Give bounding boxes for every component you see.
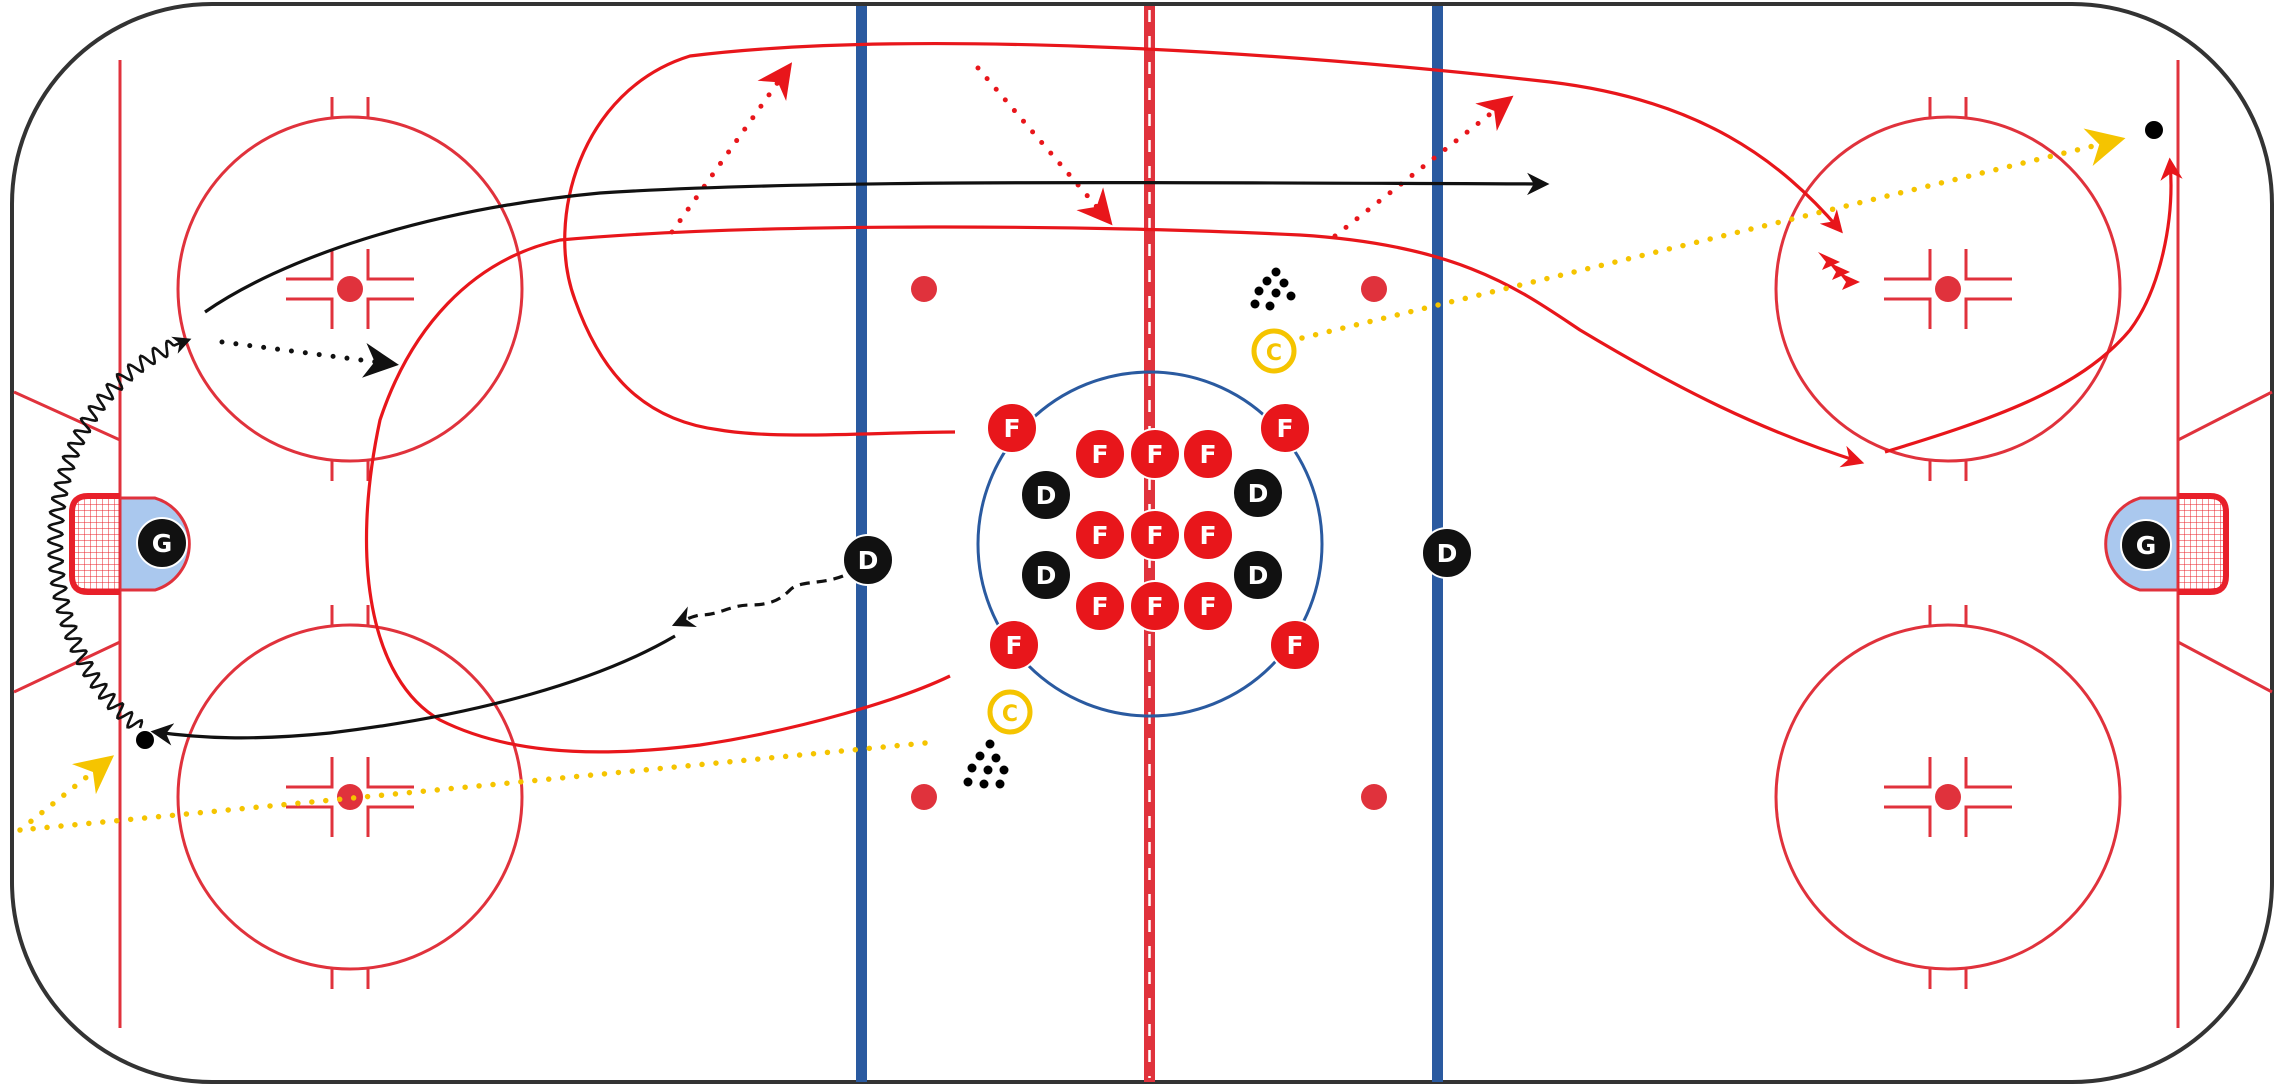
forward-token: F	[988, 619, 1040, 671]
token-label: D	[1036, 481, 1057, 510]
faceoff-dot	[1935, 276, 1961, 302]
token-label: F	[1146, 592, 1163, 621]
coach-token: C	[1251, 328, 1297, 374]
defense-token: D	[1232, 467, 1284, 519]
puck-right	[2145, 121, 2163, 139]
end-zone-faceoff-circles	[176, 97, 2122, 989]
trapezoid-right	[2177, 390, 2273, 694]
token-label: G	[2136, 531, 2157, 560]
faceoff-circle	[176, 97, 524, 481]
token-label: F	[1091, 592, 1108, 621]
faceoff-dot	[337, 784, 363, 810]
center-circle	[976, 370, 1324, 718]
token-label: F	[1146, 521, 1163, 550]
net-left	[69, 493, 120, 595]
token-label: F	[1276, 414, 1293, 443]
token-label: D	[1248, 561, 1269, 590]
goalie-token: G	[2120, 519, 2172, 571]
defense-skate-path-top	[204, 172, 1550, 314]
forward-token: F	[1269, 619, 1321, 671]
defense-token: D	[1232, 549, 1284, 601]
forward-token: F	[1129, 580, 1181, 632]
defense-token: D	[1020, 549, 1072, 601]
faceoff-dot	[337, 276, 363, 302]
puck-pile-bottom	[963, 739, 1009, 789]
forward-token: F	[986, 402, 1038, 454]
token-label: F	[1005, 631, 1022, 660]
token-label: G	[152, 529, 173, 558]
token-label: D	[1437, 539, 1458, 568]
defense-pass-top	[219, 339, 399, 378]
defense-token: D	[1020, 469, 1072, 521]
token-label: F	[1003, 414, 1020, 443]
defense-token: D	[1421, 527, 1473, 579]
red-pass-2	[975, 65, 1113, 226]
red-pass-3	[1332, 95, 1514, 239]
defense-puck-carry-wavy	[46, 336, 192, 729]
forward-token: F	[1259, 402, 1311, 454]
forward-skate-curl	[1884, 157, 2183, 454]
forward-token: F	[1182, 428, 1234, 480]
player-tokens: F F F F F F F F F F F F F D D D D D D G G C C	[136, 328, 2172, 735]
token-label: F	[1199, 521, 1216, 550]
forward-triple-chevron	[1818, 252, 1860, 290]
token-label: D	[1248, 479, 1269, 508]
coach-token: C	[987, 689, 1033, 735]
neutral-zone-dots	[911, 276, 1387, 810]
puck-pile-top	[1250, 267, 1296, 311]
token-label: F	[1091, 521, 1108, 550]
forward-token: F	[1182, 509, 1234, 561]
faceoff-circle	[1774, 605, 2122, 989]
token-label: C	[1266, 341, 1282, 366]
token-label: F	[1199, 440, 1216, 469]
forward-skate-path-lower	[364, 225, 1865, 754]
defense-backward-skate	[671, 574, 844, 627]
forward-token: F	[1129, 509, 1181, 561]
forward-token: F	[1074, 428, 1126, 480]
token-label: D	[1036, 561, 1057, 590]
token-label: F	[1146, 440, 1163, 469]
coach-pass-left	[17, 740, 928, 833]
faceoff-dot	[1935, 784, 1961, 810]
faceoff-circle	[1774, 97, 2122, 481]
goalie-token: G	[136, 517, 188, 569]
coach-pass-left-up	[17, 755, 115, 833]
puck-left	[136, 731, 154, 749]
trapezoid-left	[13, 390, 121, 694]
forward-token: F	[1074, 580, 1126, 632]
token-label: F	[1091, 440, 1108, 469]
forward-token: F	[1129, 428, 1181, 480]
forward-token: F	[1074, 509, 1126, 561]
faceoff-circle	[176, 605, 524, 989]
token-label: F	[1199, 592, 1216, 621]
defense-token: D	[842, 534, 894, 586]
coach-pass-right	[1299, 128, 2126, 341]
token-label: F	[1286, 631, 1303, 660]
token-label: C	[1002, 702, 1018, 727]
net-right	[2178, 493, 2229, 595]
defense-skate-path-lower	[150, 634, 676, 746]
forward-skate-path-loop	[563, 42, 1843, 437]
red-pass-1	[669, 62, 793, 235]
token-label: D	[858, 546, 879, 575]
forward-token: F	[1182, 580, 1234, 632]
